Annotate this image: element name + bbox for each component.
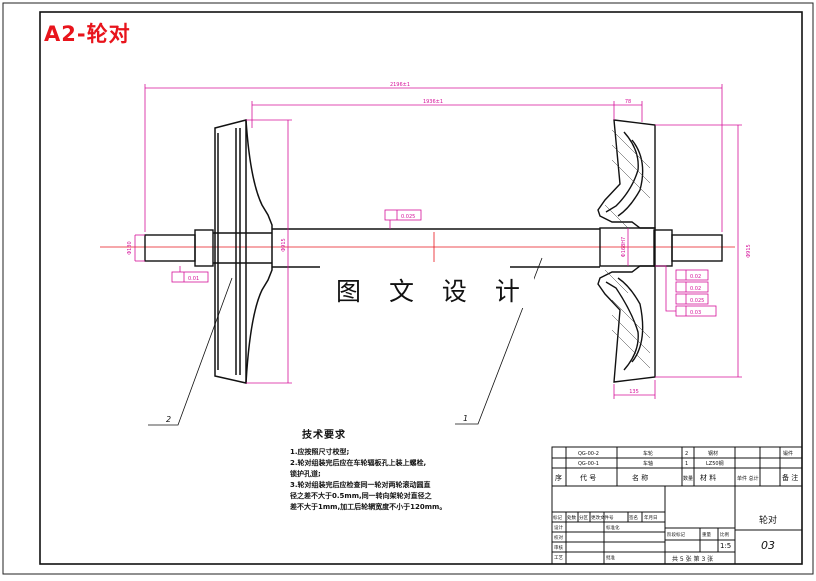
gdt-center-value: 0.025 xyxy=(401,214,415,220)
gdt-value-4: 0.03 xyxy=(690,310,701,316)
axle xyxy=(144,228,723,268)
hdr-qty: 数量 xyxy=(683,475,693,482)
label-zone: 分区 xyxy=(579,514,588,521)
note-line-5: 径之差不大于0.5mm,同一转向架轮对直径之 xyxy=(290,492,432,500)
title-block-main: 轮对 03 xyxy=(759,514,777,552)
hdr-name: 名 称 xyxy=(632,473,648,482)
drawing-number: 03 xyxy=(761,539,775,552)
hdr-weight: 单件 总计 xyxy=(737,475,759,482)
dim-journal-dia: Φ130 xyxy=(127,241,133,254)
gdt-values: 0.025 0.01 0.02 0.02 0.025 0.03 xyxy=(188,214,704,316)
row1-code: QG-00-1 xyxy=(578,461,599,467)
hdr-note: 备 注 xyxy=(782,473,798,482)
label-sign: 签名 xyxy=(629,514,638,521)
gdt-left-value: 0.01 xyxy=(188,276,199,282)
gdt-value-1: 0.02 xyxy=(690,274,701,280)
hdr-seq: 序 xyxy=(555,473,562,482)
sheet-count: 共 5 张 第 3 张 xyxy=(672,555,713,563)
drawing-name: 轮对 xyxy=(759,514,777,526)
note-line-4: 3.轮对组装完后应检查同一轮对两轮滚动圆直 xyxy=(290,481,431,489)
dim-left-dia: Φ915 xyxy=(281,238,287,251)
row2-note: 锻件 xyxy=(783,450,793,457)
part-numbers: 2 1 xyxy=(166,414,468,424)
part-number-1: 1 xyxy=(463,414,468,423)
row2-material: 钢材 xyxy=(708,450,718,457)
label-weight: 重量 xyxy=(702,531,711,538)
part-leaders xyxy=(148,257,543,426)
row1-material: LZ50钢 xyxy=(706,460,724,467)
left-wheel xyxy=(214,119,273,384)
watermark: 图 文 设 计 xyxy=(332,272,534,308)
dimension-texts: 2196±1 1936±1 78 135 Φ915 Φ915 Φ130 Φ168… xyxy=(127,82,752,395)
dim-rim-width: 135 xyxy=(629,389,639,395)
technical-notes: 技术要求 1.应按照尺寸校型; 2.轮对组装完后应在车轮辐板孔上装上螺栓, 锁护… xyxy=(290,430,446,513)
label-scale: 比例 xyxy=(720,531,729,538)
label-count: 处数 xyxy=(567,514,576,521)
dim-hub-width: 78 xyxy=(625,99,631,105)
technical-notes-title: 技术要求 xyxy=(302,430,346,441)
section-hatch xyxy=(604,129,651,369)
gdt-frames xyxy=(171,209,717,317)
dim-overall-length: 2196±1 xyxy=(390,82,410,88)
parts-list-headers: 序 代 号 名 称 数量 材 料 单件 总计 备 注 xyxy=(555,473,798,482)
parts-list-text: QG-00-2 车轮 2 钢材 锻件 QG-00-1 车轴 1 LZ50钢 xyxy=(578,450,793,467)
dim-hub-bore: Φ168H7 xyxy=(621,237,627,257)
row1-qty: 1 xyxy=(685,461,688,467)
dim-tread-dia: Φ915 xyxy=(746,244,752,257)
note-line-3: 锁护孔道; xyxy=(290,470,321,478)
role-process: 工艺 xyxy=(554,555,563,561)
sheet-label: A2-轮对 xyxy=(44,22,131,46)
inner-frame xyxy=(39,11,803,565)
part-number-2: 2 xyxy=(166,415,171,424)
row1-name: 车轴 xyxy=(643,460,653,467)
row2-name: 车轮 xyxy=(643,450,653,457)
label-date: 年月日 xyxy=(644,514,658,521)
label-stage: 阶段标记 xyxy=(667,531,685,538)
note-line-2: 2.轮对组装完后应在车轮辐板孔上装上螺栓, xyxy=(290,459,427,467)
title-block-labels: 标记 处数 分区 更改文件号 签名 年月日 设计 校对 审核 工艺 标准化 批准… xyxy=(553,514,731,563)
note-line-6: 差不大于1mm,加工后轮辋宽度不小于120mm。 xyxy=(290,503,447,511)
gdt-value-2: 0.02 xyxy=(690,286,701,292)
right-wheel-section xyxy=(597,119,656,383)
row2-code: QG-00-2 xyxy=(578,451,599,457)
role-approve: 批准 xyxy=(606,554,615,561)
dim-inner-distance: 1936±1 xyxy=(423,99,443,105)
hdr-material: 材 料 xyxy=(700,473,716,482)
role-review: 审核 xyxy=(554,544,563,551)
row2-qty: 2 xyxy=(685,451,688,457)
hdr-code: 代 号 xyxy=(580,473,596,482)
note-line-1: 1.应按照尺寸校型; xyxy=(290,448,350,456)
label-change-doc: 更改文件号 xyxy=(591,514,614,521)
dimension-lines xyxy=(134,84,742,399)
title-block-grid xyxy=(551,446,803,565)
label-mark: 标记 xyxy=(553,514,562,521)
role-standard: 标准化 xyxy=(606,524,620,531)
gdt-value-3: 0.025 xyxy=(690,298,704,304)
role-design: 设计 xyxy=(554,524,563,531)
scale-value: 1:5 xyxy=(720,542,731,550)
role-check: 校对 xyxy=(554,534,563,541)
